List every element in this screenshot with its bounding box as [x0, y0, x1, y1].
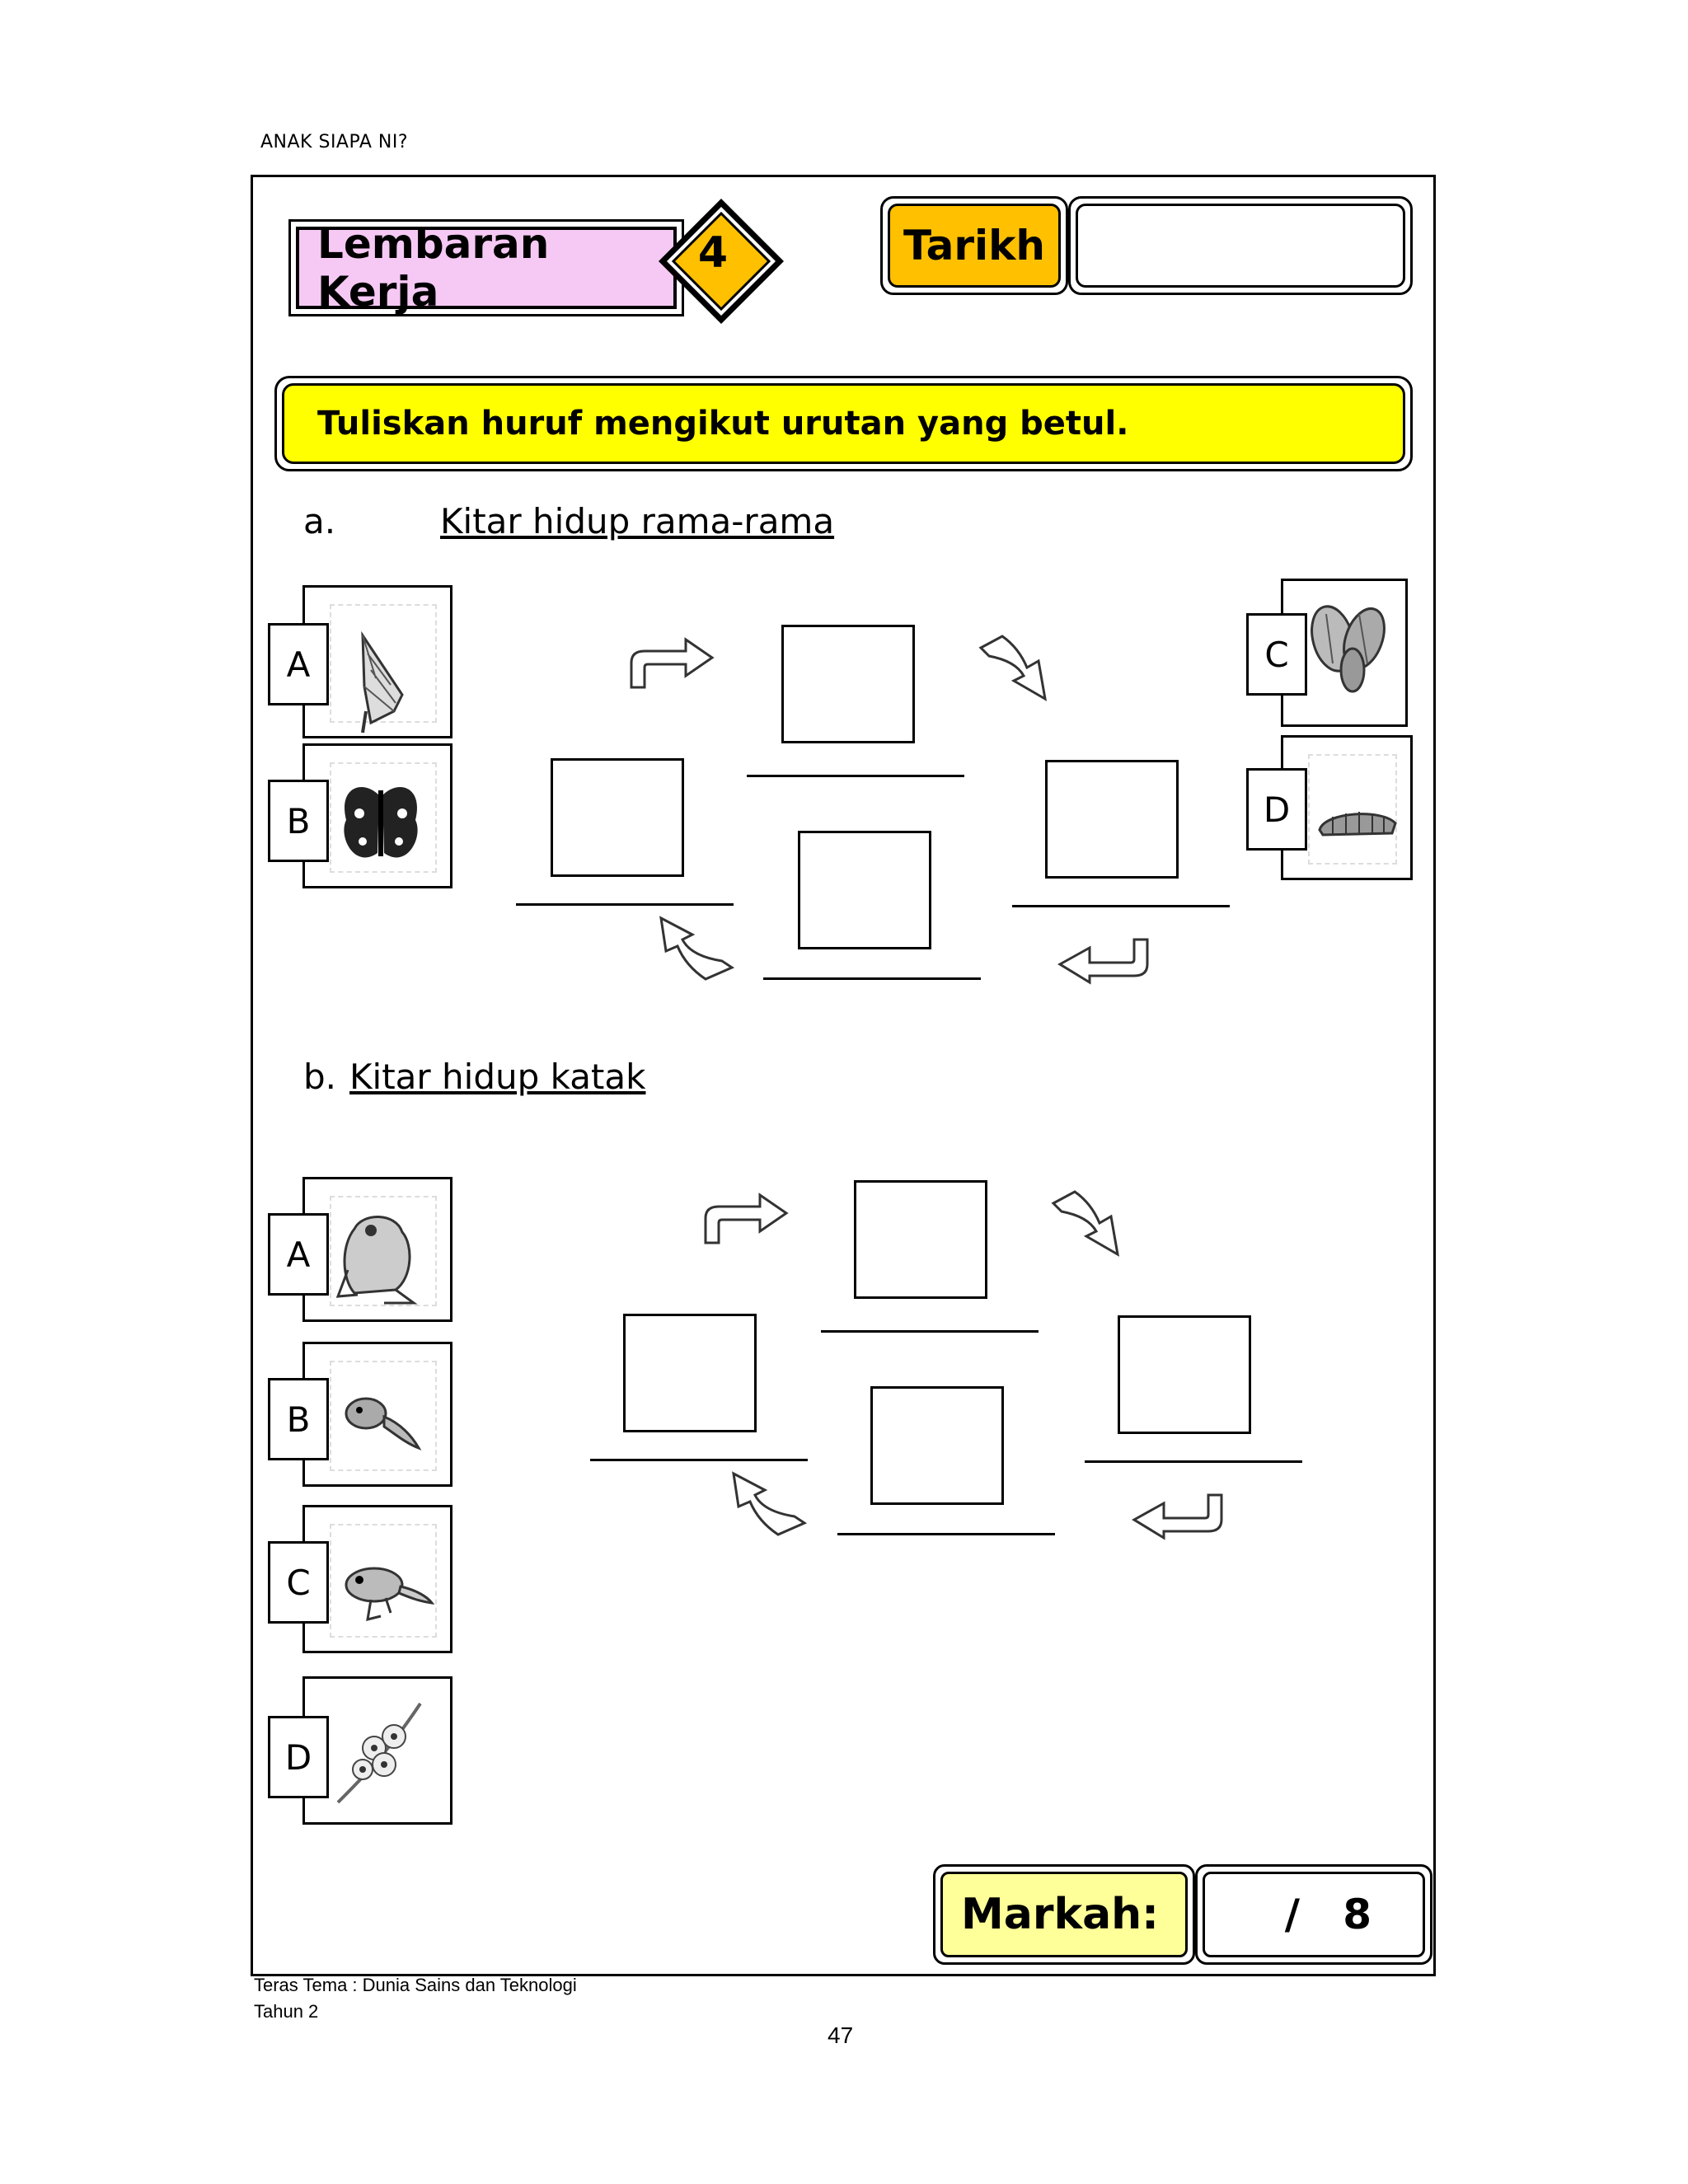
worksheet-label-box: Lembaran Kerja — [288, 219, 684, 316]
date-label-box: Tarikh — [880, 196, 1068, 295]
date-field-inner[interactable] — [1076, 204, 1405, 288]
section-b-title: Kitar hidup katak — [349, 1057, 646, 1097]
running-header: ANAK SIAPA NI? — [260, 132, 409, 152]
option-a-letter-c: C — [1246, 613, 1307, 696]
answer-line-a-top — [747, 775, 964, 777]
date-field[interactable] — [1068, 196, 1413, 295]
arrow-curve-icon — [978, 635, 1048, 701]
arrow-curve-icon — [704, 1193, 789, 1244]
section-b-letter: b. — [303, 1057, 337, 1097]
answer-box-a-right[interactable] — [1045, 760, 1179, 879]
marks-label-box: Markah: — [933, 1864, 1195, 1965]
option-a-picture-a — [302, 585, 452, 738]
section-a-letter: a. — [303, 501, 336, 541]
option-a-letter-b: B — [268, 780, 329, 862]
marks-score-box[interactable]: / 8 — [1195, 1864, 1432, 1965]
answer-box-b-bottom[interactable] — [870, 1386, 1004, 1505]
option-b-letter-d: D — [268, 1716, 329, 1798]
section-a-title: Kitar hidup rama-rama — [440, 501, 835, 541]
answer-box-b-top[interactable] — [854, 1180, 987, 1299]
answer-line-b-top — [821, 1330, 1039, 1333]
marks-label: Markah: — [940, 1872, 1188, 1957]
froglet-icon — [345, 1567, 435, 1622]
answer-line-b-left — [590, 1459, 808, 1461]
chrysalis-icon — [361, 630, 404, 733]
footer-year: Tahun 2 — [254, 2001, 319, 2022]
answer-box-a-bottom[interactable] — [798, 831, 931, 949]
date-label: Tarikh — [888, 204, 1061, 288]
footer-theme: Teras Tema : Dunia Sains dan Teknologi — [254, 1975, 577, 1995]
marks-score: / 8 — [1203, 1872, 1425, 1957]
instruction-text: Tuliskan huruf mengikut urutan yang betu… — [282, 383, 1405, 464]
arrow-curve-icon — [1057, 938, 1149, 985]
frogspawn-icon — [336, 1702, 422, 1804]
arrow-curve-icon — [630, 637, 715, 689]
answer-box-b-right[interactable] — [1118, 1315, 1251, 1434]
tadpole-icon — [345, 1397, 422, 1451]
worksheet-number: 4 — [697, 228, 729, 278]
option-b-letter-b: B — [268, 1378, 329, 1460]
frog-icon — [335, 1216, 418, 1305]
butterfly-icon — [344, 787, 418, 858]
answer-line-b-bottom — [837, 1533, 1055, 1535]
answer-line-a-right — [1012, 905, 1230, 907]
arrow-curve-icon — [1132, 1493, 1223, 1540]
answer-box-a-left[interactable] — [551, 758, 684, 877]
arrow-curve-icon — [1051, 1190, 1120, 1257]
arrow-curve-icon — [732, 1471, 808, 1536]
answer-line-a-left — [516, 903, 734, 906]
worksheet-label: Lembaran Kerja — [296, 220, 677, 316]
eggs-icon — [1311, 605, 1386, 693]
option-a-letter-d: D — [1246, 768, 1307, 851]
arrow-curve-icon — [659, 916, 735, 981]
answer-line-a-bottom — [763, 977, 981, 980]
page-number: 47 — [828, 2022, 854, 2048]
caterpillar-icon — [1318, 812, 1397, 837]
worksheet-frame — [251, 175, 1436, 1976]
answer-box-a-top[interactable] — [781, 625, 915, 743]
answer-line-b-right — [1085, 1460, 1302, 1463]
instruction-box: Tuliskan huruf mengikut urutan yang betu… — [274, 376, 1413, 471]
worksheet-number-badge: 4 — [655, 195, 787, 327]
option-b-letter-a: A — [268, 1213, 329, 1296]
option-b-letter-c: C — [268, 1541, 329, 1624]
option-a-letter-a: A — [268, 623, 329, 705]
answer-box-b-left[interactable] — [623, 1314, 757, 1432]
